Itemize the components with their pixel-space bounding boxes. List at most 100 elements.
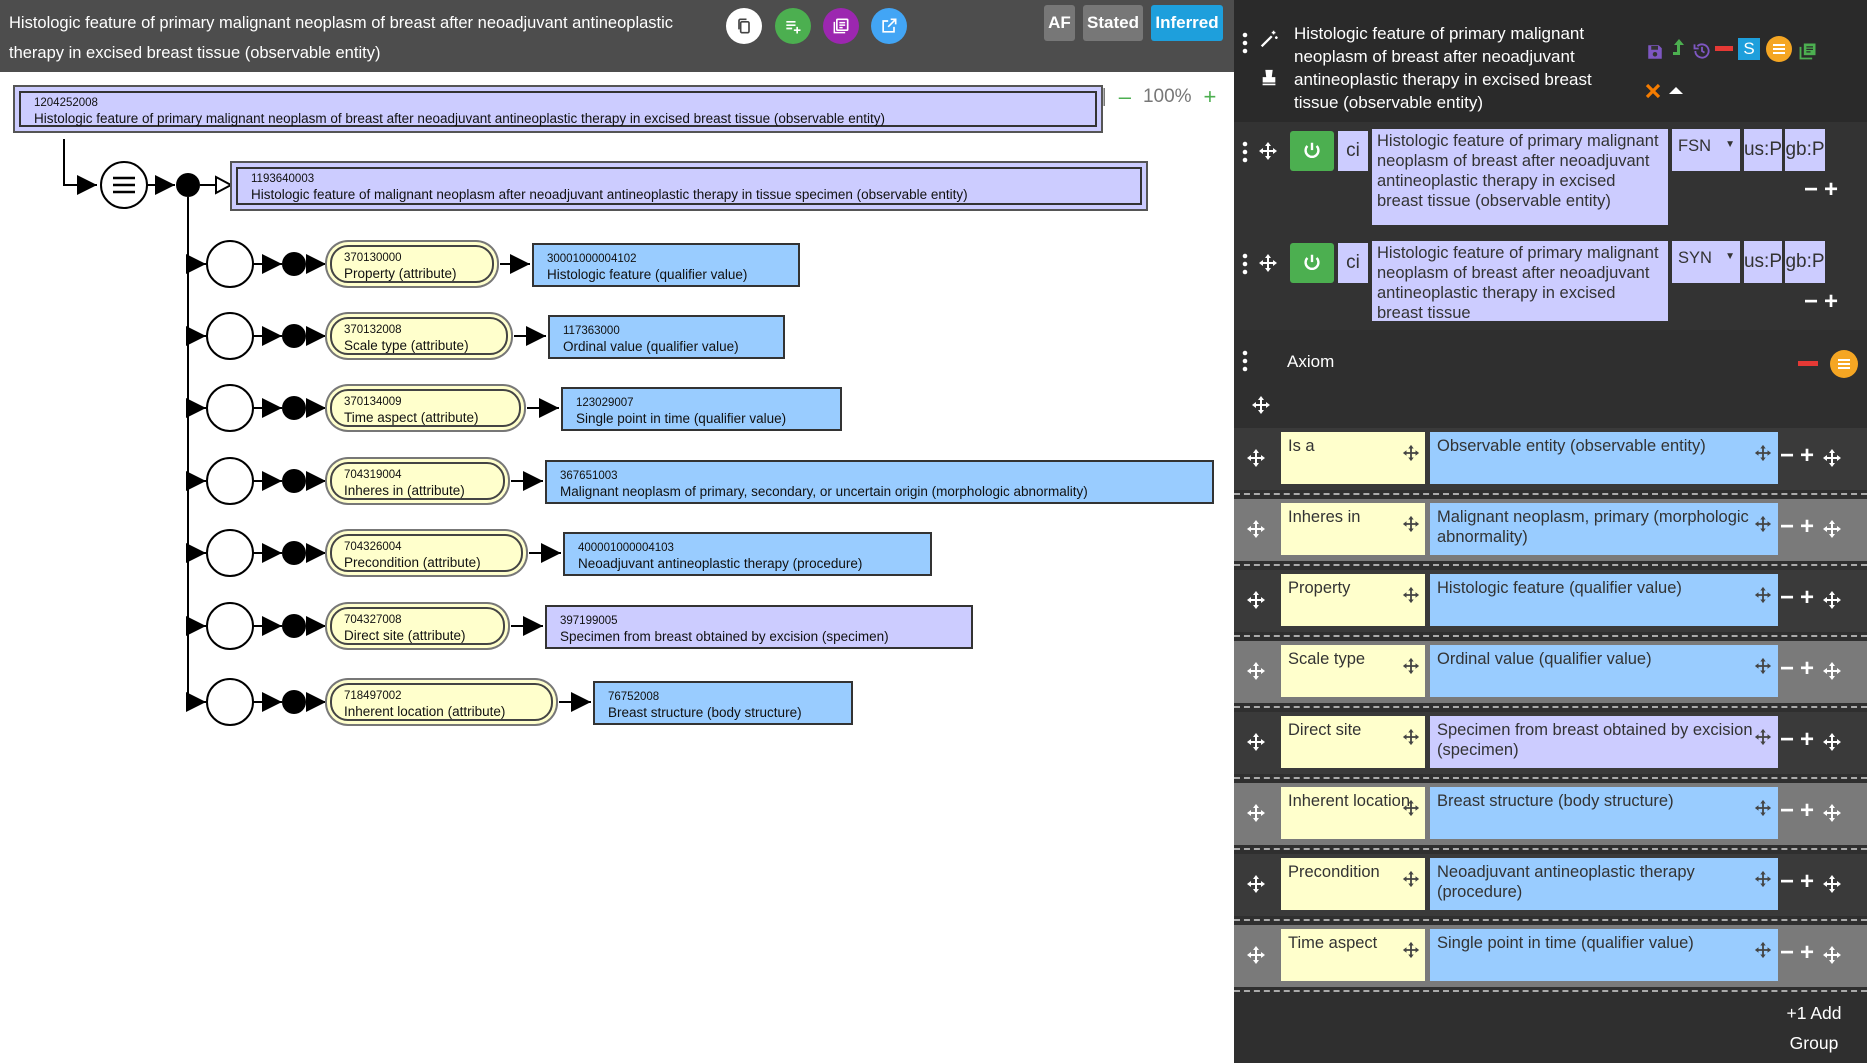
axiom-value[interactable]: Histologic feature (qualifier value) — [1430, 574, 1778, 626]
row-move-icon[interactable] — [1246, 519, 1266, 539]
value-move-icon[interactable] — [1754, 444, 1772, 462]
stamp-icon[interactable] — [1258, 67, 1280, 89]
add-row-icon[interactable]: + — [1800, 442, 1815, 469]
parent-concept-node[interactable]: 1193640003 Histologic feature of maligna… — [236, 167, 1142, 205]
drag-handle-icon[interactable] — [1241, 141, 1249, 163]
library-books-icon[interactable] — [1798, 41, 1818, 61]
promote-icon[interactable] — [1670, 37, 1688, 59]
add-group-button[interactable]: +1 Add Group — [1774, 998, 1854, 1058]
remove-row-icon[interactable]: − — [1780, 655, 1795, 682]
row-move-icon[interactable] — [1246, 448, 1266, 468]
magic-wand-icon[interactable] — [1258, 28, 1280, 50]
row-end-move-icon[interactable] — [1822, 945, 1842, 965]
row-move-icon[interactable] — [1246, 661, 1266, 681]
save-icon[interactable] — [1646, 43, 1664, 61]
row-end-move-icon[interactable] — [1822, 661, 1842, 681]
case-significance[interactable]: ci — [1338, 243, 1368, 283]
axiom-move-icon[interactable] — [1251, 395, 1271, 415]
axiom-menu-icon[interactable] — [1830, 350, 1858, 378]
axiom-attribute[interactable]: Direct site — [1281, 716, 1425, 768]
add-description-icon[interactable]: + — [1824, 288, 1839, 315]
attribute-move-icon[interactable] — [1402, 586, 1420, 604]
zoom-in-button[interactable]: + — [1203, 84, 1217, 109]
us-acceptability[interactable]: us:P — [1744, 241, 1782, 283]
axiom-attribute[interactable]: Scale type — [1281, 645, 1425, 697]
move-icon[interactable] — [1258, 253, 1278, 273]
remove-row-icon[interactable]: − — [1780, 513, 1795, 540]
attribute-move-icon[interactable] — [1402, 657, 1420, 675]
active-toggle-button[interactable] — [1290, 131, 1334, 171]
value-move-icon[interactable] — [1754, 728, 1772, 746]
row-move-icon[interactable] — [1246, 945, 1266, 965]
attribute-move-icon[interactable] — [1402, 444, 1420, 462]
row-move-icon[interactable] — [1246, 874, 1266, 894]
attribute-move-icon[interactable] — [1402, 728, 1420, 746]
open-external-button[interactable] — [871, 8, 907, 44]
add-row-icon[interactable]: + — [1800, 584, 1815, 611]
history-icon[interactable] — [1692, 41, 1712, 61]
row-move-icon[interactable] — [1246, 732, 1266, 752]
axiom-value[interactable]: Neoadjuvant antineoplastic therapy (proc… — [1430, 858, 1778, 910]
add-row-icon[interactable]: + — [1800, 939, 1815, 966]
remove-row-icon[interactable]: − — [1780, 726, 1795, 753]
add-row-icon[interactable]: + — [1800, 513, 1815, 540]
row-end-move-icon[interactable] — [1822, 519, 1842, 539]
drag-handle-icon[interactable] — [1241, 253, 1249, 275]
stated-toggle[interactable]: Stated — [1083, 5, 1143, 41]
close-icon[interactable] — [1645, 83, 1661, 99]
attribute-move-icon[interactable] — [1402, 515, 1420, 533]
value-move-icon[interactable] — [1754, 941, 1772, 959]
row-end-move-icon[interactable] — [1822, 874, 1842, 894]
us-acceptability[interactable]: us:P — [1744, 129, 1782, 171]
row-end-move-icon[interactable] — [1822, 732, 1842, 752]
add-row-icon[interactable]: + — [1800, 655, 1815, 682]
remove-row-icon[interactable]: − — [1780, 584, 1795, 611]
add-row-icon[interactable]: + — [1800, 726, 1815, 753]
axiom-attribute[interactable]: Precondition — [1281, 858, 1425, 910]
case-significance[interactable]: ci — [1338, 131, 1368, 171]
add-to-list-button[interactable] — [775, 8, 811, 44]
description-term[interactable]: Histologic feature of primary malignant … — [1372, 129, 1668, 225]
value-move-icon[interactable] — [1754, 870, 1772, 888]
attribute-move-icon[interactable] — [1402, 870, 1420, 888]
axiom-attribute[interactable]: Property — [1281, 574, 1425, 626]
value-move-icon[interactable] — [1754, 515, 1772, 533]
axiom-attribute[interactable]: Inherent location — [1281, 787, 1425, 839]
inferred-toggle[interactable]: Inferred — [1151, 5, 1223, 41]
remove-description-icon[interactable]: − — [1804, 176, 1819, 203]
axiom-value[interactable]: Specimen from breast obtained by excisio… — [1430, 716, 1778, 768]
drag-handle-icon[interactable] — [1241, 32, 1249, 54]
af-toggle[interactable]: AF — [1044, 5, 1075, 41]
row-end-move-icon[interactable] — [1822, 803, 1842, 823]
row-end-move-icon[interactable] — [1822, 448, 1842, 468]
gb-acceptability[interactable]: gb:P — [1785, 129, 1825, 171]
axiom-value[interactable]: Malignant neoplasm, primary (morphologic… — [1430, 503, 1778, 555]
root-concept-node[interactable]: 1204252008 Histologic feature of primary… — [19, 91, 1097, 127]
description-term[interactable]: Histologic feature of primary malignant … — [1372, 241, 1668, 322]
axiom-attribute[interactable]: Is a — [1281, 432, 1425, 484]
active-toggle-button[interactable] — [1290, 243, 1334, 283]
axiom-drag-handle-icon[interactable] — [1241, 350, 1249, 372]
row-end-move-icon[interactable] — [1822, 590, 1842, 610]
copy-button[interactable] — [726, 8, 762, 44]
row-move-icon[interactable] — [1246, 803, 1266, 823]
axiom-value[interactable]: Breast structure (body structure) — [1430, 787, 1778, 839]
axiom-value[interactable]: Observable entity (observable entity) — [1430, 432, 1778, 484]
remove-row-icon[interactable]: − — [1780, 868, 1795, 895]
value-move-icon[interactable] — [1754, 657, 1772, 675]
move-icon[interactable] — [1258, 141, 1278, 161]
attribute-move-icon[interactable] — [1402, 799, 1420, 817]
